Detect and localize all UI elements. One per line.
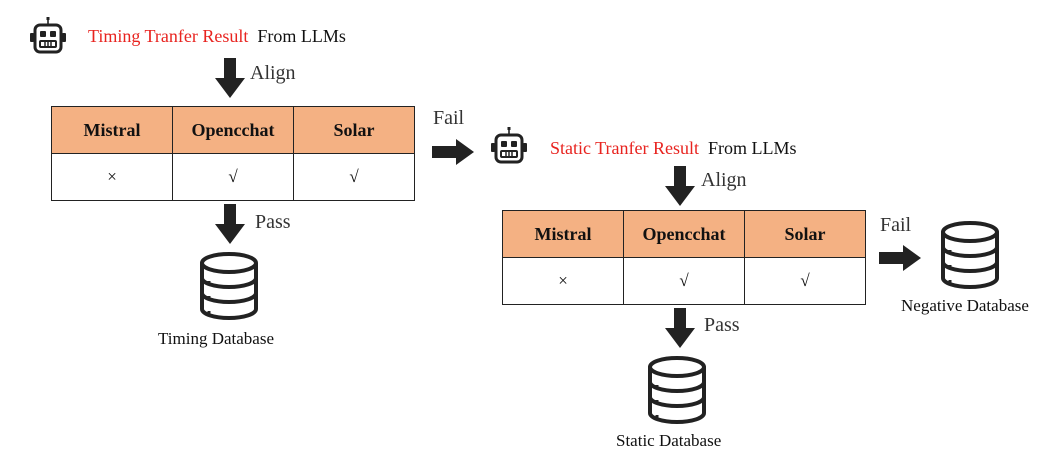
align-arrow-down-icon: [215, 58, 245, 98]
database-icon: [199, 251, 259, 321]
timing-transfer-title: Timing Tranfer Result From LLMs: [88, 26, 346, 46]
static-results-table: Mistral Opencchat Solar × √ √: [502, 210, 866, 305]
static-database-label: Static Database: [616, 431, 722, 450]
negative-database-label: Negative Database: [901, 296, 1029, 315]
database-icon: [647, 355, 707, 425]
result-mistral: ×: [502, 257, 624, 305]
align-arrow-down-icon: [665, 166, 695, 206]
static-transfer-title: Static Tranfer Result From LLMs: [550, 138, 797, 158]
pass-label: Pass: [255, 211, 291, 233]
align-label: Align: [701, 169, 747, 191]
robot-icon: [489, 126, 529, 166]
header-openchat: Opencchat: [172, 106, 294, 154]
header-mistral: Mistral: [502, 210, 624, 258]
pass-label: Pass: [704, 314, 740, 336]
fail-arrow-right-icon: [432, 139, 474, 165]
timing-results-table: Mistral Opencchat Solar × √ √: [51, 106, 415, 201]
database-icon: [940, 220, 1000, 290]
align-label: Align: [250, 62, 296, 84]
pass-arrow-down-icon: [215, 204, 245, 244]
header-mistral: Mistral: [51, 106, 173, 154]
result-openchat: √: [623, 257, 745, 305]
fail-label: Fail: [880, 214, 912, 236]
result-openchat: √: [172, 153, 294, 201]
pass-arrow-down-icon: [665, 308, 695, 348]
header-solar: Solar: [293, 106, 415, 154]
fail-arrow-right-icon: [879, 245, 921, 271]
result-mistral: ×: [51, 153, 173, 201]
fail-label: Fail: [433, 107, 465, 129]
header-openchat: Opencchat: [623, 210, 745, 258]
header-solar: Solar: [744, 210, 866, 258]
timing-database-label: Timing Database: [158, 329, 275, 348]
result-solar: √: [293, 153, 415, 201]
result-solar: √: [744, 257, 866, 305]
robot-icon: [28, 16, 68, 56]
